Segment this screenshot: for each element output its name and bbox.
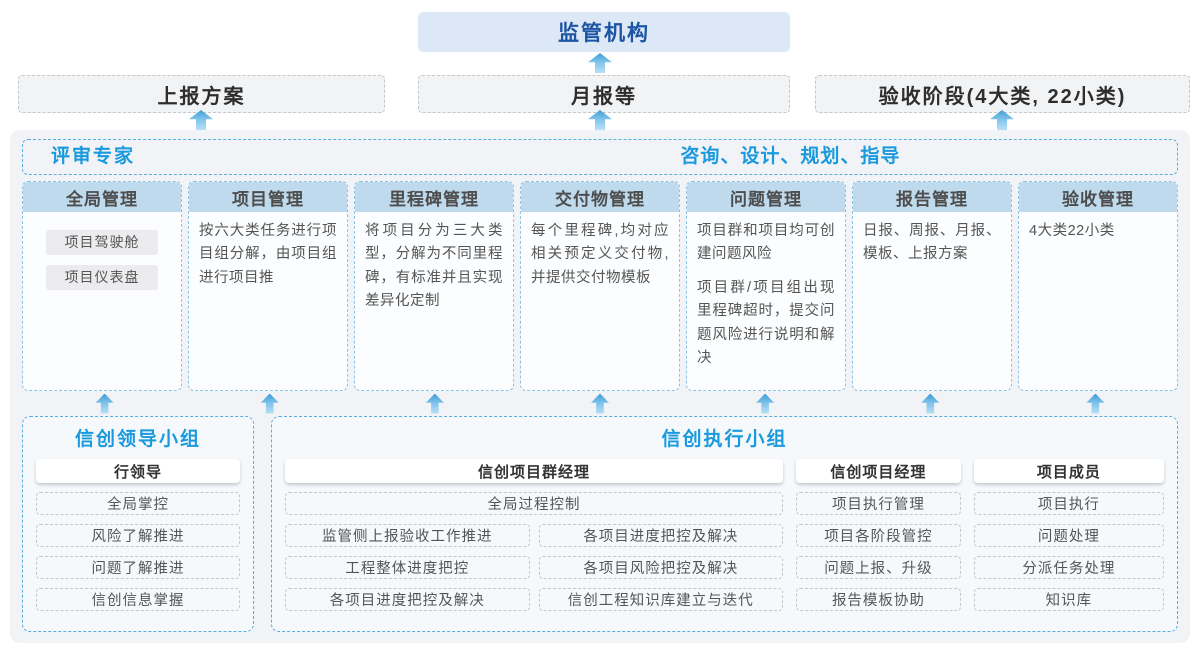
column-global-mgmt: 全局管理 项目驾驶舱 项目仪表盘 xyxy=(22,181,182,391)
up-arrow-icon xyxy=(588,53,612,73)
column-title: 问题管理 xyxy=(687,182,845,212)
exec-item: 各项目进度把控及解决 xyxy=(538,524,784,547)
exec-item: 监管侧上报验收工作推进 xyxy=(285,524,530,547)
exec-item: 项目执行管理 xyxy=(796,492,961,515)
leader-group: 信创领导小组 行领导 全局掌控 风险了解推进 问题了解推进 信创信息掌握 xyxy=(22,416,254,632)
consulting-label: 咨询、设计、规划、指导 xyxy=(680,146,901,167)
report-box-plan: 上报方案 xyxy=(18,75,385,113)
regulator-box: 监管机构 xyxy=(418,12,790,52)
up-arrow-icon xyxy=(588,110,612,130)
column-report-mgmt: 报告管理 日报、周报、月报、模板、上报方案 xyxy=(852,181,1012,391)
column-paragraph: 项目群和项目均可创建问题风险 xyxy=(697,223,835,263)
column-title: 全局管理 xyxy=(23,182,181,212)
management-columns: 全局管理 项目驾驶舱 项目仪表盘 项目管理 按六大类任务进行项目组分解，由项目组… xyxy=(22,181,1178,391)
column-arrows-row xyxy=(22,391,1178,416)
up-arrow-icon xyxy=(189,110,213,130)
column-body: 4大类22小类 xyxy=(1029,223,1115,239)
column-deliverable-mgmt: 交付物管理 每个里程碑,均对应相关预定义交付物,并提供交付物模板 xyxy=(520,181,680,391)
review-experts-label: 评审专家 xyxy=(51,146,136,167)
up-arrow-icon xyxy=(590,393,609,414)
exec-item: 知识库 xyxy=(973,588,1164,611)
column-project-mgmt: 项目管理 按六大类任务进行项目组分解，由项目组进行项目推 xyxy=(188,181,348,391)
column-acceptance-mgmt: 验收管理 4大类22小类 xyxy=(1018,181,1178,391)
up-arrow-icon xyxy=(95,393,114,414)
program-manager-section: 信创项目群经理 全局过程控制 监管侧上报验收工作推进 各项目进度把控及解决 工程… xyxy=(285,459,784,611)
column-body: 将项目分为三大类型，分解为不同里程碑，有标准并且实现差异化定制 xyxy=(365,223,503,310)
exec-item: 项目各阶段管控 xyxy=(796,524,961,547)
column-body: 按六大类任务进行项目组分解，由项目组进行项目推 xyxy=(199,223,337,286)
column-title: 项目管理 xyxy=(189,182,347,212)
leader-item: 问题了解推进 xyxy=(36,556,240,579)
report-box-monthly: 月报等 xyxy=(418,75,790,113)
exec-item: 各项目风险把控及解决 xyxy=(538,556,784,579)
column-paragraph: 项目群/项目组出现里程碑超时，提交问题风险进行说明和解决 xyxy=(697,279,835,367)
column-issue-mgmt: 问题管理 项目群和项目均可创建问题风险 项目群/项目组出现里程碑超时，提交问题风… xyxy=(686,181,846,391)
column-body: 项目驾驶舱 项目仪表盘 xyxy=(23,212,181,390)
experts-strip: 评审专家 咨询、设计、规划、指导 xyxy=(22,139,1178,175)
up-arrow-icon xyxy=(260,393,279,414)
column-body: 每个里程碑,均对应相关预定义交付物,并提供交付物模板 xyxy=(531,223,669,286)
column-title: 里程碑管理 xyxy=(355,182,513,212)
column-title: 验收管理 xyxy=(1019,182,1177,212)
main-panel: 评审专家 咨询、设计、规划、指导 全局管理 项目驾驶舱 项目仪表盘 项目管理 按… xyxy=(10,130,1190,643)
bottom-groups: 信创领导小组 行领导 全局掌控 风险了解推进 问题了解推进 信创信息掌握 信创执… xyxy=(22,416,1178,632)
column-body: 日报、周报、月报、模板、上报方案 xyxy=(863,223,1001,263)
exec-item: 各项目进度把控及解决 xyxy=(285,588,530,611)
leader-item: 全局掌控 xyxy=(36,492,240,515)
up-arrow-icon xyxy=(990,110,1014,130)
project-member-section: 项目成员 项目执行 问题处理 分派任务处理 知识库 xyxy=(973,459,1164,611)
up-arrow-icon xyxy=(425,393,444,414)
report-box-acceptance: 验收阶段(4大类, 22小类) xyxy=(815,75,1190,113)
up-arrow-icon xyxy=(1086,393,1105,414)
exec-item: 报告模板协助 xyxy=(796,588,961,611)
exec-item: 项目执行 xyxy=(973,492,1164,515)
up-arrow-icon xyxy=(756,393,775,414)
mini-box-cockpit: 项目驾驶舱 xyxy=(46,230,158,255)
role-program-manager: 信创项目群经理 xyxy=(285,459,784,483)
exec-item: 问题上报、升级 xyxy=(796,556,961,579)
exec-item: 分派任务处理 xyxy=(973,556,1164,579)
exec-item: 信创工程知识库建立与迭代 xyxy=(538,588,784,611)
role-project-member: 项目成员 xyxy=(973,459,1164,483)
role-bank-leader: 行领导 xyxy=(36,459,240,483)
column-title: 报告管理 xyxy=(853,182,1011,212)
exec-group: 信创执行小组 信创项目群经理 全局过程控制 监管侧上报验收工作推进 各项目进度把… xyxy=(271,416,1178,632)
exec-group-title: 信创执行小组 xyxy=(661,429,788,450)
project-manager-section: 信创项目经理 项目执行管理 项目各阶段管控 问题上报、升级 报告模板协助 xyxy=(796,459,961,611)
column-body: 项目群和项目均可创建问题风险 项目群/项目组出现里程碑超时，提交问题风险进行说明… xyxy=(687,212,845,390)
up-arrow-icon xyxy=(921,393,940,414)
leader-group-title: 信创领导小组 xyxy=(74,429,201,450)
exec-item: 问题处理 xyxy=(973,524,1164,547)
role-project-manager: 信创项目经理 xyxy=(796,459,961,483)
leader-item: 风险了解推进 xyxy=(36,524,240,547)
column-title: 交付物管理 xyxy=(521,182,679,212)
exec-item: 全局过程控制 xyxy=(285,492,784,515)
leader-item: 信创信息掌握 xyxy=(36,588,240,611)
exec-item: 工程整体进度把控 xyxy=(285,556,530,579)
column-milestone-mgmt: 里程碑管理 将项目分为三大类型，分解为不同里程碑，有标准并且实现差异化定制 xyxy=(354,181,514,391)
mini-box-dashboard: 项目仪表盘 xyxy=(46,265,158,290)
